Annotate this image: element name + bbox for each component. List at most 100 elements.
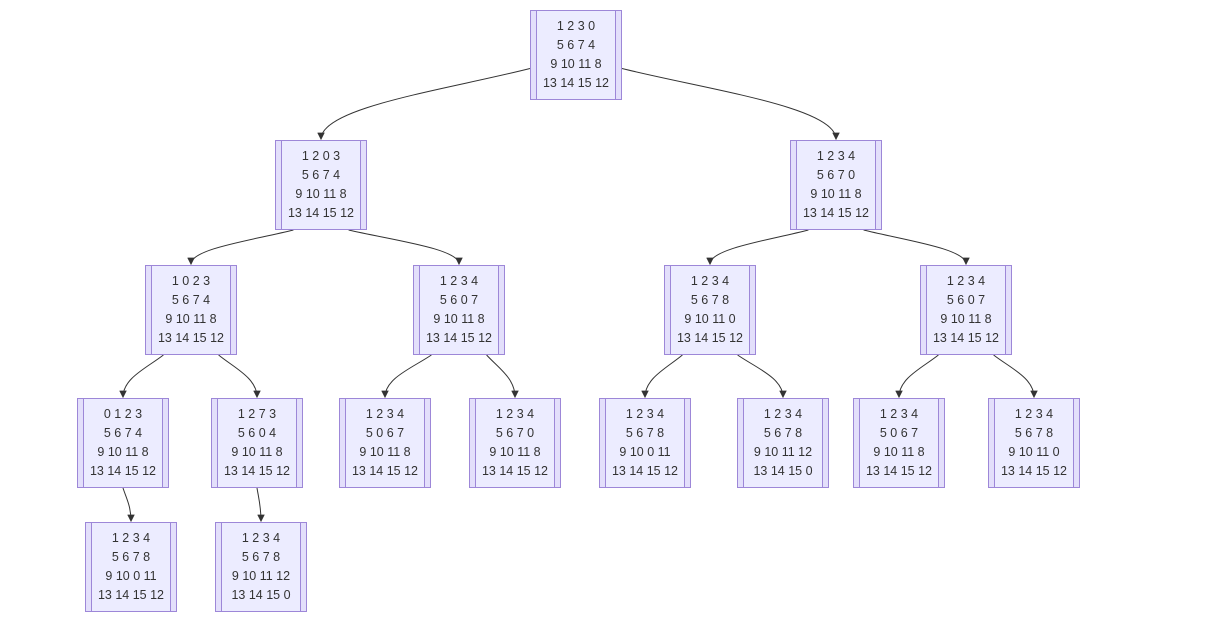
edge-arrow: [895, 354, 939, 399]
node-side-line: [854, 399, 860, 487]
puzzle-row: 5 6 7 8: [111, 550, 151, 564]
puzzle-row: 13 14 15 12: [425, 331, 493, 345]
puzzle-row: 9 10 11 12: [231, 569, 291, 583]
node-side-line: [424, 399, 430, 487]
node-side-line: [360, 141, 366, 229]
puzzle-row: 5 0 6 7: [879, 426, 919, 440]
puzzle-row: 13 14 15 12: [676, 331, 744, 345]
puzzle-grid: 1 2 3 4 5 6 0 7 9 10 11 8 13 14 15 12: [426, 272, 492, 348]
node-side-line: [230, 266, 236, 354]
puzzle-row: 9 10 11 8: [550, 57, 602, 71]
puzzle-row: 1 0 2 3: [171, 274, 211, 288]
node-side-line: [989, 399, 995, 487]
puzzle-row: 9 10 11 8: [489, 445, 541, 459]
puzzle-grid: 1 2 3 0 5 6 7 4 9 10 11 8 13 14 15 12: [543, 17, 609, 93]
edge-arrow: [317, 68, 531, 141]
node-side-line: [791, 141, 797, 229]
node-side-line: [554, 399, 560, 487]
puzzle-row: 1 2 7 3: [237, 407, 277, 421]
puzzle-state-node: 1 2 3 0 5 6 7 4 9 10 11 8 13 14 15 12: [530, 10, 622, 100]
puzzle-row: 13 14 15 12: [932, 331, 1000, 345]
edge-arrow: [122, 487, 135, 523]
puzzle-row: 5 6 7 8: [763, 426, 803, 440]
puzzle-row: 9 10 11 8: [97, 445, 149, 459]
puzzle-row: 1 2 3 4: [495, 407, 535, 421]
puzzle-row: 1 2 3 4: [946, 274, 986, 288]
node-side-line: [146, 266, 152, 354]
puzzle-row: 1 2 3 4: [1014, 407, 1054, 421]
edge-arrow: [486, 354, 519, 399]
edge-arrow: [187, 229, 294, 266]
node-side-line: [170, 523, 176, 611]
node-side-line: [921, 266, 927, 354]
edge-arrow: [641, 354, 683, 399]
puzzle-row: 9 10 11 8: [433, 312, 485, 326]
puzzle-row: 5 6 0 7: [439, 293, 479, 307]
puzzle-row: 5 6 7 8: [1014, 426, 1054, 440]
node-side-line: [600, 399, 606, 487]
puzzle-row: 5 6 7 4: [171, 293, 211, 307]
node-side-line: [216, 523, 222, 611]
node-side-line: [470, 399, 476, 487]
edge-arrow: [381, 354, 432, 399]
puzzle-state-node: 1 2 3 4 5 6 0 7 9 10 11 8 13 14 15 12: [920, 265, 1012, 355]
edge-arrow: [706, 229, 809, 266]
puzzle-row: 9 10 11 8: [295, 187, 347, 201]
puzzle-grid: 1 2 3 4 5 6 0 7 9 10 11 8 13 14 15 12: [933, 272, 999, 348]
puzzle-row: 5 6 7 4: [301, 168, 341, 182]
puzzle-row: 1 2 3 4: [439, 274, 479, 288]
puzzle-row: 5 6 7 4: [556, 38, 596, 52]
edge-arrow: [621, 68, 840, 141]
puzzle-row: 9 10 0 11: [105, 569, 157, 583]
node-side-line: [276, 141, 282, 229]
node-side-line: [665, 266, 671, 354]
node-side-line: [531, 11, 537, 99]
puzzle-row: 5 6 0 7: [946, 293, 986, 307]
puzzle-row: 1 2 3 4: [365, 407, 405, 421]
node-side-line: [212, 399, 218, 487]
puzzle-row: 1 2 3 4: [879, 407, 919, 421]
puzzle-state-node: 1 2 3 4 5 6 0 7 9 10 11 8 13 14 15 12: [413, 265, 505, 355]
node-side-line: [615, 11, 621, 99]
puzzle-row: 9 10 11 0: [1008, 445, 1060, 459]
edge-arrow: [119, 354, 164, 399]
puzzle-row: 5 6 7 8: [241, 550, 281, 564]
node-side-line: [749, 266, 755, 354]
puzzle-row: 5 6 7 4: [103, 426, 143, 440]
puzzle-row: 9 10 11 0: [684, 312, 736, 326]
puzzle-row: 9 10 11 8: [165, 312, 217, 326]
edge-arrow: [737, 354, 787, 399]
node-side-line: [1073, 399, 1079, 487]
puzzle-row: 13 14 15 12: [157, 331, 225, 345]
puzzle-row: 13 14 15 12: [542, 76, 610, 90]
node-side-line: [498, 266, 504, 354]
puzzle-row: 5 6 7 8: [625, 426, 665, 440]
puzzle-row: 13 14 15 0: [753, 464, 813, 478]
node-side-line: [684, 399, 690, 487]
puzzle-row: 13 14 15 12: [97, 588, 165, 602]
puzzle-row: 5 6 7 8: [690, 293, 730, 307]
puzzle-row: 9 10 11 8: [940, 312, 992, 326]
edge-arrow: [218, 354, 261, 399]
puzzle-row: 13 14 15 12: [223, 464, 291, 478]
puzzle-row: 1 2 3 0: [556, 19, 596, 33]
puzzle-row: 1 2 0 3: [301, 149, 341, 163]
